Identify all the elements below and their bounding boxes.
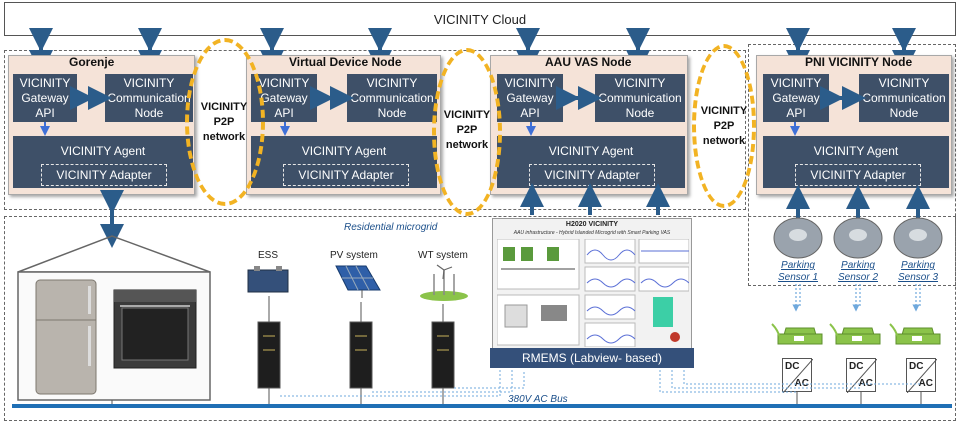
solar-panel-icon [335,265,381,298]
communication-node-box: VICINITY Communication Node [859,74,949,122]
converter-1: DC AC [782,358,813,393]
microgrid-label: Residential microgrid [344,222,438,233]
agent-box: VICINITY Agent VICINITY Adapter [251,136,437,188]
adapter-box: VICINITY Adapter [283,164,409,186]
p2p-ring-3 [692,44,756,208]
rmems-label-bar: RMEMS (Labview- based) [490,348,694,368]
node-title: PNI VICINITY Node [805,55,913,69]
microgrid-frame [4,216,956,421]
rmems-screen-subtitle: AAU infrastructure - Hybrid Islanded Mic… [513,230,671,236]
node-title: Gorenje [69,55,115,69]
pv-label: PV system [330,250,378,261]
communication-node-box: VICINITY Communication Node [595,74,685,122]
node-title: AAU VAS Node [545,55,632,69]
wt-label: WT system [418,250,468,261]
node-virtual-device: Virtual Device Node VICINITY Gateway API… [246,55,441,195]
battery-icon [247,266,289,293]
ess-label: ESS [258,250,279,261]
p2p-ring-2 [432,48,502,216]
gateway-api-box: VICINITY Gateway API [763,74,829,122]
p2p-ring-1 [185,38,265,206]
agent-box: VICINITY Agent VICINITY Adapter [763,136,949,188]
wind-turbine-icon [420,264,468,301]
node-pni: PNI VICINITY Node VICINITY Gateway API V… [756,55,952,195]
communication-node-box: VICINITY Communication Node [105,74,193,122]
agent-box: VICINITY Agent VICINITY Adapter [497,136,685,188]
parking-sensor-2-label: Parking Sensor 2 [837,260,879,283]
node-gorenje: Gorenje VICINITY Gateway API VICINITY Co… [8,55,195,195]
gateway-api-box: VICINITY Gateway API [13,74,77,122]
converter-2: DC AC [846,358,877,393]
rmems-screen-title: H2020 VICINITY [565,221,619,228]
house-appliances [17,235,211,401]
rmems-screen-content [497,239,689,347]
gateway-api-box: VICINITY Gateway API [497,74,563,122]
node-aau-vas: AAU VAS Node VICINITY Gateway API VICINI… [490,55,688,195]
converter-3: DC AC [906,358,937,393]
parking-sensor-3-label: Parking Sensor 3 [897,260,939,283]
vicinity-cloud: VICINITY Cloud [4,2,956,36]
ev-charger-icons [771,323,941,345]
communication-node-box: VICINITY Communication Node [347,74,437,122]
adapter-box: VICINITY Adapter [41,164,167,186]
parking-sensors [773,217,943,259]
node-title: Virtual Device Node [289,55,402,69]
ac-bus-label: 380V AC Bus [508,394,568,405]
rmems-screen: H2020 VICINITY AAU infrastructure - Hybr… [492,218,692,350]
parking-sensor-1-label: Parking Sensor 1 [777,260,819,283]
agent-box: VICINITY Agent VICINITY Adapter [13,136,193,188]
cloud-label: VICINITY Cloud [433,11,527,27]
